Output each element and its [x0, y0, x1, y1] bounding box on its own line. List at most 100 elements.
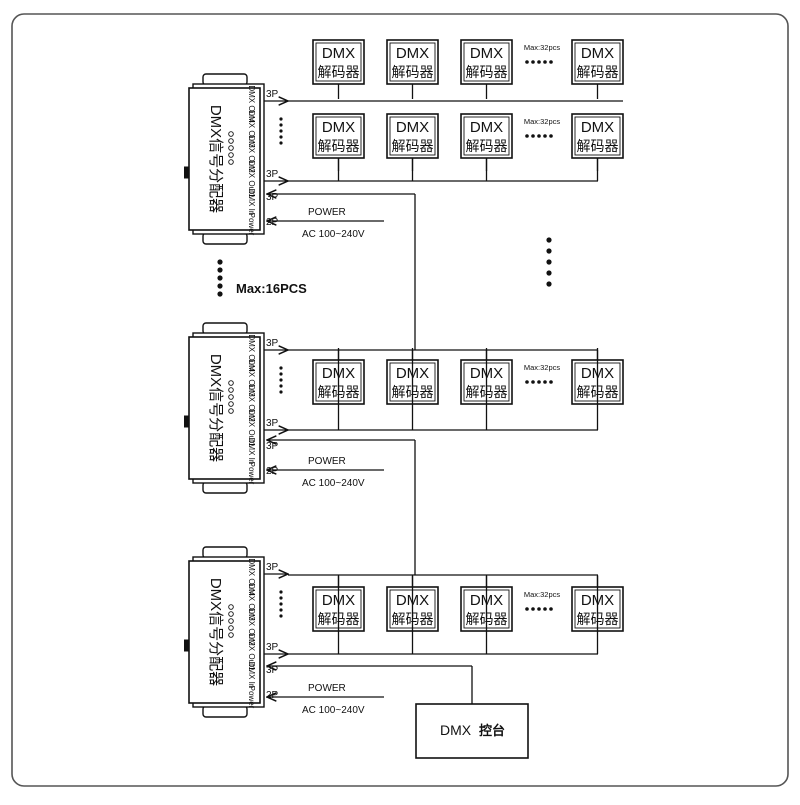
led-indicator — [228, 632, 234, 638]
splitter-body — [188, 87, 261, 231]
dot — [279, 590, 283, 594]
dot — [279, 117, 283, 121]
led-indicator — [228, 394, 234, 400]
dot — [546, 248, 552, 254]
decoder-label-cn: 解码器 — [466, 64, 508, 80]
dot — [531, 134, 535, 138]
led-indicator — [228, 625, 234, 631]
dot — [279, 614, 283, 618]
dot — [279, 372, 283, 376]
dot — [537, 380, 541, 384]
port-3p-label: 3P — [266, 89, 279, 100]
decoder-inner-frame — [574, 116, 621, 156]
decoder-label-cn: 解码器 — [466, 138, 508, 154]
decoder-inner-frame — [389, 42, 436, 82]
decoder-continuation-dots — [525, 607, 553, 611]
splitter-title: DMX信号分配器 — [207, 578, 224, 686]
splitter-body — [188, 560, 261, 704]
port-3p-label: 3P — [266, 338, 279, 349]
power-label: POWER — [308, 207, 346, 218]
port-label: DMX In — [247, 662, 256, 689]
dot — [531, 60, 535, 64]
decoder-inner-frame — [463, 42, 510, 82]
power-label: POWER — [308, 456, 346, 467]
decoder-frame — [460, 113, 513, 159]
dot — [279, 135, 283, 139]
decoder-frame — [571, 113, 624, 159]
row-continuation-dots — [546, 237, 552, 287]
decoder-label-dmx: DMX — [396, 119, 429, 136]
dot — [549, 134, 553, 138]
led-indicator — [228, 618, 234, 624]
decoder-label-dmx: DMX — [396, 45, 429, 62]
power-label: POWER — [308, 683, 346, 694]
dot — [279, 366, 283, 370]
dot — [549, 607, 553, 611]
dot — [525, 60, 529, 64]
splitter-body — [188, 336, 261, 480]
port-label: DMX Out4 — [247, 558, 256, 596]
decoder-label-dmx: DMX — [322, 45, 355, 62]
dot — [546, 270, 552, 276]
output-continuation-dots — [279, 590, 283, 618]
port-label: DMX Out2 — [247, 608, 256, 646]
decoder-label-cn: 解码器 — [318, 64, 360, 80]
decoder-box: DMX 解码器 — [460, 113, 513, 159]
max-decoders-label: Max:32pcs — [524, 590, 561, 599]
port-label: DMX In — [247, 438, 256, 465]
port-label: DMX Out3 — [247, 359, 256, 397]
dot — [537, 134, 541, 138]
led-indicator — [228, 401, 234, 407]
dot — [217, 267, 223, 273]
decoder-inner-frame — [315, 42, 362, 82]
port-label: DMX Out1 — [247, 633, 256, 671]
power-voltage-label: AC 100~240V — [302, 478, 365, 489]
console-box — [415, 703, 529, 759]
decoder-inner-frame — [389, 116, 436, 156]
max-decoders-label: Max:32pcs — [524, 43, 561, 52]
decoder-label-dmx: DMX — [470, 119, 503, 136]
led-indicator — [228, 145, 234, 151]
decoder-frame — [460, 39, 513, 85]
led-indicator — [228, 387, 234, 393]
dot — [525, 134, 529, 138]
dot — [546, 259, 552, 265]
decoder-frame — [386, 39, 439, 85]
splitter-switch — [184, 166, 189, 179]
dot — [279, 141, 283, 145]
dot — [549, 60, 553, 64]
decoder-inner-frame — [463, 116, 510, 156]
console-label-cn: 控台 — [479, 723, 505, 738]
decoder-label-dmx: DMX — [581, 45, 614, 62]
decoder-continuation-dots — [525, 134, 553, 138]
decoder-continuation-dots — [525, 380, 553, 384]
led-indicator — [228, 408, 234, 414]
port-label: Power — [247, 213, 256, 236]
port-3p-label: 3P — [266, 169, 279, 180]
splitter-title: DMX信号分配器 — [207, 354, 224, 462]
dot — [546, 281, 552, 287]
led-indicator — [228, 131, 234, 137]
decoder-label-cn: 解码器 — [577, 138, 619, 154]
dot — [549, 380, 553, 384]
dot — [546, 237, 552, 243]
decoder-label-dmx: DMX — [322, 119, 355, 136]
port-label: DMX Out3 — [247, 110, 256, 148]
dot — [279, 378, 283, 382]
port-3p-label: 3P — [266, 642, 279, 653]
port-label: DMX Out4 — [247, 334, 256, 372]
dot — [525, 380, 529, 384]
dot — [279, 384, 283, 388]
max-decoders-label: Max:32pcs — [524, 363, 561, 372]
port-3p-label: 3P — [266, 441, 279, 452]
led-indicator — [228, 152, 234, 158]
output-continuation-dots — [279, 117, 283, 145]
decoder-label-cn: 解码器 — [392, 138, 434, 154]
